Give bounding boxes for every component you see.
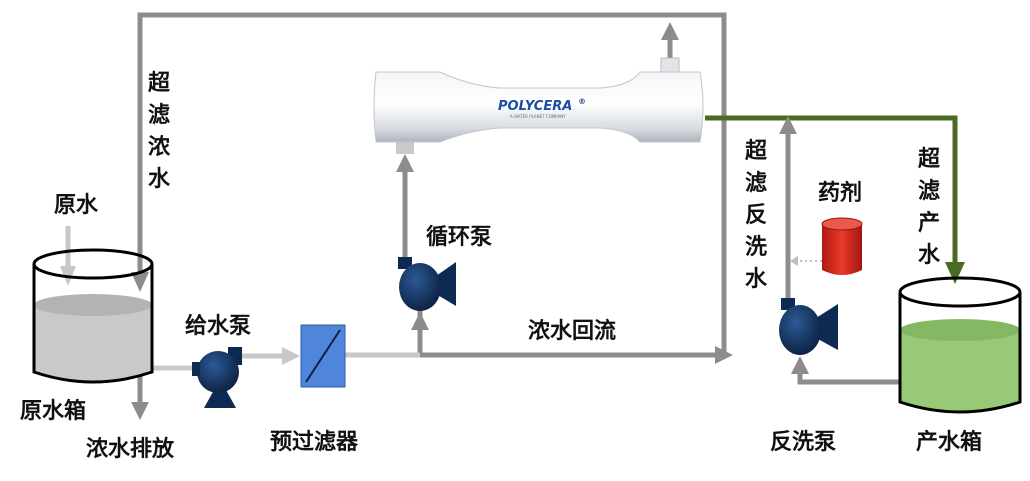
chemical-drum-top [821,217,863,231]
uf-concentrate-pipe [137,12,727,282]
membrane-tagline: A WATER PLANET COMPANY [510,114,566,119]
label-raw-water: 原水 [54,193,99,218]
arrow-backwash-suction [791,356,809,374]
label-uf-backwash-2: 滤 [745,171,767,196]
arrow-membrane-top [661,22,679,40]
raw-tank-water-surface [34,294,152,316]
label-uf-backwash-3: 反 [745,203,767,228]
circulation-pump [398,257,456,311]
label-uf-backwash-4: 洗 [745,235,767,260]
product-tank-rim [898,276,1022,308]
tank-icon [32,264,154,384]
prefilter-diagonal [305,329,341,383]
pipe-network [137,12,900,408]
label-uf-backwash-1: 超 [745,139,768,164]
label-circulation-pump: 循环泵 [426,224,492,250]
arrow-into-raw-tank [131,272,149,292]
raw-tank-rim [32,248,154,280]
membrane-inlet-nozzle [396,142,414,154]
product-tank-body [898,292,1022,414]
pump-icon [197,351,239,393]
feed-pump [192,347,242,408]
membrane-brand: POLYCERA [498,99,572,114]
product-water-tank [898,276,1022,414]
label-uf-concentrate-2: 滤 [148,103,170,128]
label-concentrate-reflux: 浓水回流 [528,318,616,344]
product-tank-water-surface [900,319,1020,341]
raw-tank-water [34,305,152,382]
backwash-pump-side [816,304,838,350]
label-raw-tank: 原水箱 [20,398,86,424]
arrow-to-prefilter [282,347,300,365]
arrow-chemical-dosing [790,256,798,266]
labels: 原水 原水箱 给水泵 预过滤器 浓水排放 循环泵 浓水回流 药剂 反洗泵 产水箱… [20,71,982,462]
arrow-up-to-circulation-pump [411,312,429,330]
membrane-registered: ® [578,97,586,106]
backwash-suction-pipe [797,362,900,385]
chemical-drum [821,217,863,275]
circulation-pump-side [436,262,456,306]
raw-water-tank [32,248,154,384]
product-tank-water [900,330,1020,412]
chemical-drum-icon [822,224,862,275]
membrane-top-nozzle [660,57,680,73]
label-feed-pump: 给水泵 [185,313,251,339]
label-concentrate-discharge: 浓水排放 [86,436,175,462]
label-prefilter: 预过滤器 [270,430,359,455]
label-uf-product-1: 超 [918,147,941,172]
label-uf-product-3: 产 [918,211,940,236]
arrow-to-membrane-inlet [396,154,414,172]
backwash-pump-body [779,305,821,355]
arrow-reflux-right [715,346,733,364]
arrow-backwash-up [779,116,797,134]
membrane-module: POLYCERA ® A WATER PLANET COMPANY [373,57,704,154]
label-chemical: 药剂 [818,180,862,206]
membrane-icon [373,71,704,143]
label-uf-concentrate-3: 浓 [148,135,171,160]
label-backwash-pump: 反洗泵 [770,430,836,455]
feed-pump-inlet [192,362,200,376]
prefilter [300,324,346,388]
label-uf-concentrate-4: 水 [148,167,171,192]
label-uf-product-2: 滤 [918,179,940,204]
feed-pump-base [204,390,236,408]
label-uf-backwash-5: 水 [745,267,768,292]
circulation-pump-body [399,263,441,311]
arrow-product-into-tank [945,262,965,284]
circulation-pump-top [398,257,412,269]
backwash-pump [779,298,838,355]
label-uf-product-4: 水 [918,243,941,268]
arrow-drain [131,402,149,420]
backwash-pump-top [781,298,795,310]
label-uf-concentrate-1: 超 [148,71,171,96]
label-product-tank: 产水箱 [916,429,982,455]
